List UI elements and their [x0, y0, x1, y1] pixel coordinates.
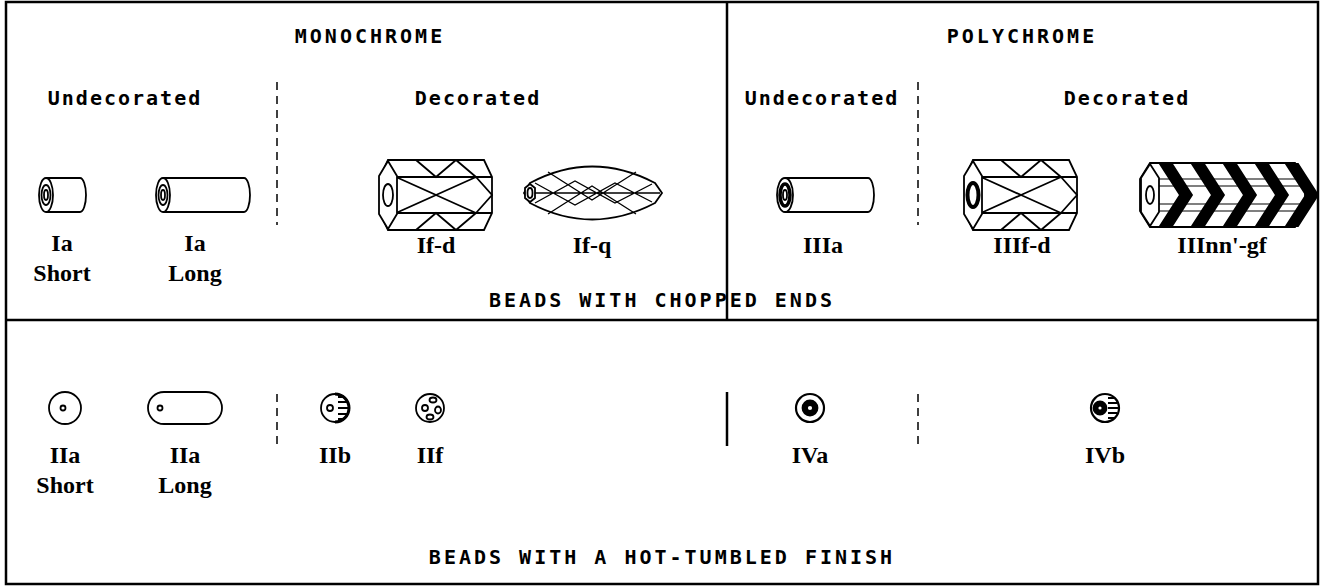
bead-iva	[796, 394, 824, 422]
panel-caption: BEADS WITH CHOPPED ENDS	[489, 288, 835, 312]
subgroup-heading: Decorated	[415, 86, 541, 110]
dashed-divider	[917, 394, 919, 446]
bead-type-label: IVa	[792, 440, 828, 470]
group-divider	[726, 2, 729, 320]
subgroup-heading: Undecorated	[48, 86, 202, 110]
bead-ivb	[1091, 394, 1119, 422]
bead-iiinn-gf	[1140, 163, 1318, 227]
bead-type-label: If-d	[417, 230, 456, 260]
chopped-ends-panel: MONOCHROME POLYCHROME Undecorated Decorated…	[6, 2, 1318, 320]
dashed-divider	[276, 394, 278, 446]
bead-iiif-d	[964, 160, 1077, 230]
bead-type-label: IIa Long	[158, 440, 211, 500]
group-heading: MONOCHROME	[295, 24, 445, 48]
hot-tumbled-panel: IIa Short IIa Long IIb IIf IVa IVbBEADS WITH …	[6, 320, 1318, 584]
dashed-divider	[276, 82, 278, 225]
bead-type-label: Ia Long	[168, 228, 221, 288]
bead-type-label: Ia Short	[33, 228, 90, 288]
subgroup-heading: Decorated	[1064, 86, 1190, 110]
outer-frame	[6, 2, 1318, 584]
bead-type-label: IIf	[417, 440, 444, 470]
bead-if-q	[524, 167, 662, 220]
bead-iif	[416, 394, 444, 422]
bead-type-label: If-q	[573, 230, 612, 260]
subgroup-heading: Undecorated	[745, 86, 899, 110]
panel-caption: BEADS WITH A HOT-TUMBLED FINISH	[429, 545, 895, 569]
bead-type-label: IIIa	[803, 230, 843, 260]
bead-iia-short	[49, 392, 81, 424]
bead-type-label: IIInn'-gf	[1177, 230, 1266, 260]
bead-if-d	[379, 160, 492, 230]
panel-divider	[6, 319, 1318, 322]
bead-type-label: IIa Short	[36, 440, 93, 500]
bead-iiia	[777, 178, 874, 212]
bead-type-label: IVb	[1085, 440, 1125, 470]
bead-iib	[321, 394, 349, 422]
bead-iia-long	[148, 392, 222, 424]
group-heading: POLYCHROME	[947, 24, 1097, 48]
dashed-divider	[917, 82, 919, 225]
bead-type-label: IIIf-d	[993, 230, 1050, 260]
bead-ia-long	[156, 178, 250, 212]
bead-ia-short	[39, 178, 86, 212]
group-divider	[726, 392, 729, 446]
bead-type-label: IIb	[319, 440, 351, 470]
